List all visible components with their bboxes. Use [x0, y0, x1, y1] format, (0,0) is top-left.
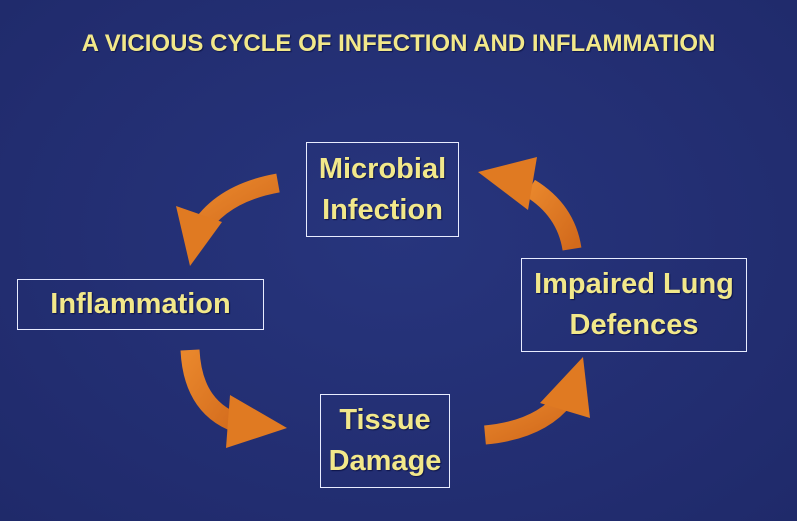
node-tissue-damage: Tissue Damage	[320, 394, 450, 488]
node-inflammation: Inflammation	[17, 279, 264, 330]
node-impaired-lung-defences-label: Impaired Lung Defences	[534, 268, 734, 341]
node-microbial-infection-label: Microbial Infection	[318, 152, 447, 226]
node-tissue-damage-label: Tissue Damage	[328, 404, 442, 477]
arrow-inflammation-to-tissue	[180, 349, 287, 448]
node-impaired-lung-defences: Impaired Lung Defences	[521, 258, 747, 352]
arrow-tissue-to-impaired	[483, 357, 590, 445]
arrow-impaired-to-infection	[478, 157, 582, 251]
node-inflammation-label: Inflammation	[50, 288, 231, 320]
slide-title: A VICIOUS CYCLE OF INFECTION AND INFLAMM…	[81, 30, 716, 57]
arrow-infection-to-inflammation	[176, 173, 280, 266]
node-microbial-infection: Microbial Infection	[306, 142, 459, 237]
